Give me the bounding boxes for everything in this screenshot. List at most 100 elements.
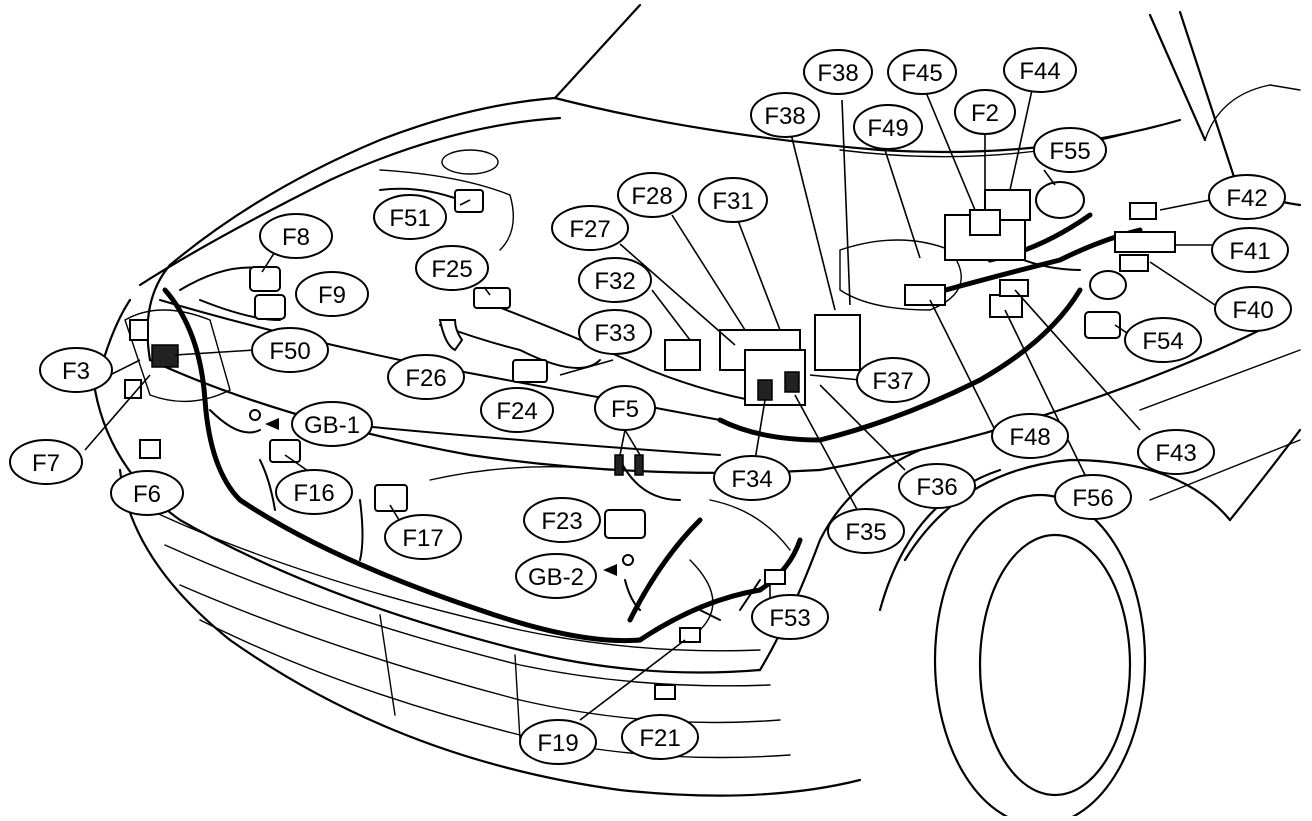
callout-F7: F7 (9, 439, 83, 485)
connector-f48 (904, 284, 946, 306)
components (124, 181, 1176, 700)
svg-text:F9: F9 (318, 282, 346, 309)
callout-F53: F53 (751, 594, 829, 640)
connector-f43 (999, 279, 1029, 297)
svg-text:F21: F21 (639, 725, 680, 752)
callout-F51: F51 (373, 194, 447, 240)
svg-text:F37: F37 (872, 368, 913, 395)
callout-F31: F31 (698, 177, 768, 223)
relay-f2 (969, 209, 1001, 236)
callout-F9: F9 (295, 271, 369, 317)
svg-text:F17: F17 (402, 525, 443, 552)
callout-F5: F5 (594, 385, 656, 431)
ground-gb2-arrow (603, 564, 617, 576)
car-body-outline (93, 3, 1302, 821)
callout-F43: F43 (1137, 429, 1215, 475)
svg-text:F41: F41 (1229, 238, 1270, 265)
connector-f25 (473, 287, 511, 309)
callout-F37: F37 (856, 357, 930, 403)
callout-F33: F33 (578, 309, 652, 355)
callout-F27: F27 (551, 205, 629, 251)
svg-text:F2: F2 (971, 100, 999, 127)
svg-text:F55: F55 (1049, 138, 1090, 165)
svg-text:F35: F35 (845, 519, 886, 546)
svg-text:F38: F38 (817, 60, 858, 87)
connector-f50 (151, 344, 179, 368)
callout-F3: F3 (39, 347, 113, 393)
callout-F23: F23 (523, 497, 601, 543)
ground-gb1 (249, 409, 261, 421)
svg-text:F48: F48 (1009, 424, 1050, 451)
terminal-f5-b (634, 454, 644, 476)
callout-F2: F2 (954, 89, 1016, 135)
connector-f6 (139, 439, 161, 459)
svg-text:F28: F28 (631, 183, 672, 210)
connector-f40 (1119, 254, 1149, 272)
svg-text:F3: F3 (62, 358, 90, 385)
connector-f53 (764, 569, 786, 585)
svg-text:F40: F40 (1232, 297, 1273, 324)
callout-F6: F6 (110, 470, 184, 516)
connector-f54 (1084, 311, 1121, 339)
connector-f32 (664, 339, 701, 371)
connector-f8 (249, 266, 281, 292)
svg-text:F32: F32 (594, 268, 635, 295)
callout-F50: F50 (251, 327, 329, 373)
callout-F40: F40 (1214, 286, 1292, 332)
svg-text:F34: F34 (731, 466, 772, 493)
connector-f17 (374, 484, 408, 512)
connector-f3 (129, 319, 149, 341)
connector-f42 (1129, 202, 1157, 220)
callout-F56: F56 (1054, 474, 1132, 520)
component-f55 (1035, 181, 1085, 219)
callout-F35: F35 (827, 508, 905, 554)
callout-F38b: F38 (750, 92, 820, 138)
callout-F21: F21 (621, 714, 699, 760)
horn-f40 (1089, 270, 1127, 300)
callout-F25: F25 (415, 245, 489, 291)
terminal-f5-a (614, 454, 624, 476)
svg-text:F49: F49 (867, 115, 908, 142)
callout-F24: F24 (480, 387, 554, 433)
svg-text:F23: F23 (541, 508, 582, 535)
svg-text:F51: F51 (389, 205, 430, 232)
svg-text:F45: F45 (901, 60, 942, 87)
callout-F55: F55 (1033, 127, 1107, 173)
callout-F19: F19 (519, 719, 597, 765)
sensor-f26 (438, 319, 464, 352)
callout-F16: F16 (275, 469, 353, 515)
connector-f19 (679, 627, 701, 643)
callout-F41: F41 (1211, 227, 1289, 273)
svg-text:F56: F56 (1072, 485, 1113, 512)
callout-F34: F34 (713, 455, 791, 501)
callout-GB1: GB-1 (291, 401, 373, 447)
svg-text:F26: F26 (405, 365, 446, 392)
svg-text:F6: F6 (133, 481, 161, 508)
callout-F17: F17 (384, 514, 462, 560)
connector-f9 (254, 294, 286, 320)
connector-f35 (784, 371, 800, 393)
svg-text:F25: F25 (431, 256, 472, 283)
svg-text:F54: F54 (1142, 328, 1183, 355)
connector-f16 (269, 439, 301, 463)
svg-text:F7: F7 (32, 450, 60, 477)
svg-text:F50: F50 (269, 338, 310, 365)
connector-f24 (512, 359, 548, 383)
callout-F28: F28 (617, 172, 687, 218)
callout-F44: F44 (1003, 47, 1077, 93)
callout-F54: F54 (1124, 317, 1202, 363)
callout-F48: F48 (991, 413, 1069, 459)
svg-text:F43: F43 (1155, 440, 1196, 467)
callout-F32: F32 (578, 257, 652, 303)
svg-text:F19: F19 (537, 730, 578, 757)
svg-text:F53: F53 (769, 605, 810, 632)
callout-F38a: F38 (803, 49, 873, 95)
svg-text:F24: F24 (496, 398, 537, 425)
svg-text:F16: F16 (293, 480, 334, 507)
svg-text:F36: F36 (916, 474, 957, 501)
connector-f21 (654, 684, 676, 700)
svg-text:F31: F31 (712, 188, 753, 215)
callout-F49: F49 (853, 104, 923, 150)
